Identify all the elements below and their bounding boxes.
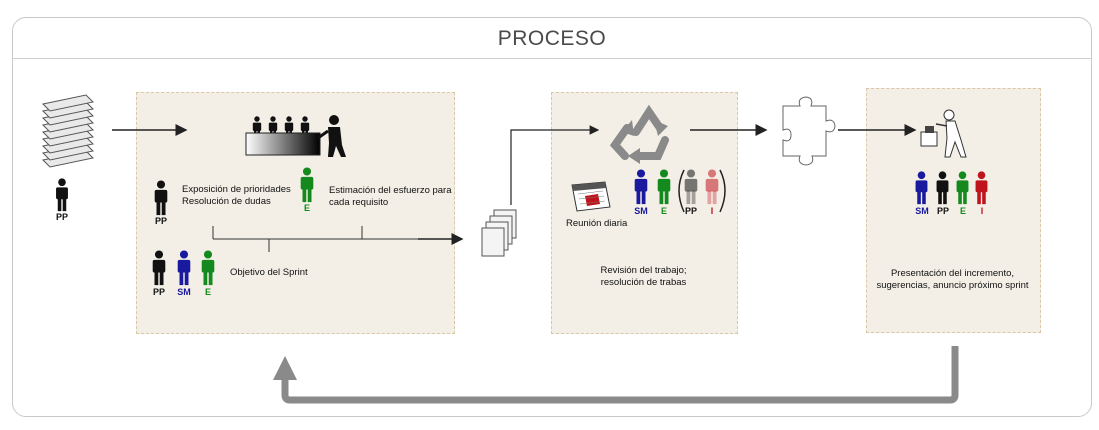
product-owner-icon [56, 178, 68, 212]
increment-puzzle-icon [782, 96, 836, 166]
meeting-table-icon [245, 115, 346, 157]
team-icon-demo [956, 171, 969, 205]
estimation-line: Estimación del esfuerzo para [329, 185, 452, 196]
priorities-line: Exposición de prioridades [182, 184, 291, 195]
demo-caption: Presentación del incremento, sugerencias… [866, 268, 1039, 292]
role-label-i-review: I [710, 206, 714, 216]
role-label-pp-review: PP [684, 206, 697, 216]
role-label-sm-goal: SM [177, 287, 191, 297]
pp-optional-icon-review [684, 169, 698, 205]
optional-parens [678, 169, 726, 213]
backlog-stack-icon [41, 94, 95, 168]
daily-meeting-label: Reunión diaria [566, 218, 628, 229]
role-label-i-demo: I [980, 206, 984, 216]
feedback-arrowhead [273, 356, 297, 380]
role-label-e-review: E [660, 206, 667, 216]
sm-icon-review [634, 169, 648, 205]
recycle-arrowheads [622, 120, 668, 164]
estimation-label: Estimación del esfuerzo para cada requis… [329, 185, 452, 209]
calendar-icon [571, 181, 611, 212]
review-panel [551, 92, 738, 334]
requirement-line: cada requisito [329, 197, 389, 208]
feedback-loop-arrow [281, 346, 959, 404]
sm-icon-goal [177, 250, 191, 286]
stakeholder-optional-icon-review [705, 169, 719, 205]
role-label-sm-demo: SM [915, 206, 929, 216]
arrow-docs-to-review [510, 125, 600, 205]
review-caption-line2: resolución de trabas [600, 277, 687, 288]
demo-caption-line2: sugerencias, anuncio próximo sprint [876, 280, 1029, 291]
role-label-sm-review: SM [634, 206, 648, 216]
stakeholder-icon-demo [975, 171, 988, 205]
review-caption: Revisión del trabajo; resolución de trab… [551, 265, 736, 289]
team-icon-review [657, 169, 671, 205]
review-caption-line1: Revisión del trabajo; [600, 265, 687, 276]
role-label-e-demo: E [959, 206, 966, 216]
demo-caption-line1: Presentación del incremento, [890, 268, 1015, 279]
sprint-goal-label: Objetivo del Sprint [230, 267, 308, 278]
team-icon-goal [201, 250, 215, 286]
process-title: PROCESO [13, 18, 1091, 59]
presenter-icon [920, 109, 967, 158]
role-label-pp-backlog: PP [55, 212, 68, 222]
role-label-pp-priorities: PP [154, 216, 167, 226]
role-label-e-estimation: E [303, 203, 310, 213]
sm-icon-demo [915, 171, 928, 205]
role-label-pp-goal: PP [152, 287, 165, 297]
pp-icon-priorities [154, 180, 168, 216]
doubts-line: Resolución de dudas [182, 196, 271, 207]
priorities-label: Exposición de prioridades Resolución de … [182, 184, 291, 208]
team-icon-estimation [300, 167, 314, 203]
sprint-backlog-docs-icon [481, 209, 517, 257]
role-label-e-goal: E [204, 287, 211, 297]
role-label-pp-demo: PP [936, 206, 949, 216]
pp-icon-goal [152, 250, 166, 286]
pp-icon-demo [936, 171, 949, 205]
planning-bracket [212, 226, 418, 252]
planning-panel [136, 92, 455, 334]
